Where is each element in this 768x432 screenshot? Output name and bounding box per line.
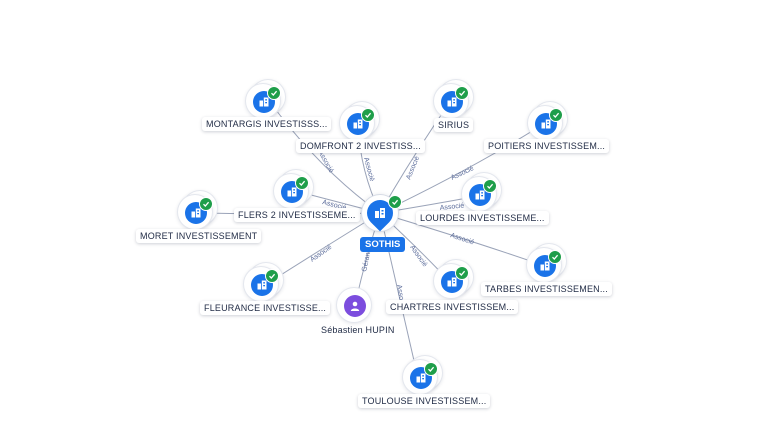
verified-check-icon <box>267 86 281 100</box>
company-label: TARBES INVESTISSEMEN... <box>481 282 612 296</box>
company-label: FLEURANCE INVESTISSE... <box>200 301 331 315</box>
edge-label-tarbes: Associé <box>449 232 475 246</box>
verified-check-icon <box>388 195 402 209</box>
verified-check-icon <box>548 250 562 264</box>
company-label: MONTARGIS INVESTISSS... <box>202 117 332 131</box>
verified-check-icon <box>483 179 497 193</box>
verified-check-icon <box>199 197 213 211</box>
edge-label-person: Gérant <box>361 250 372 272</box>
company-label: POITIERS INVESTISSEM... <box>484 139 610 153</box>
verified-check-icon <box>549 108 563 122</box>
central-label: SOTHIS <box>360 237 406 252</box>
verified-check-icon <box>361 108 375 122</box>
company-label: MORET INVESTISSEMENT <box>136 229 262 243</box>
edge-label-montargis: Associé <box>316 150 334 175</box>
edge-label-toulouse: Associé <box>395 284 406 309</box>
verified-check-icon <box>424 362 438 376</box>
company-label: DOMFRONT 2 INVESTISS... <box>296 139 425 153</box>
building-icon <box>375 208 385 218</box>
edge-label-sirius: Associé <box>405 155 421 180</box>
company-label: CHARTRES INVESTISSEM... <box>386 300 519 314</box>
person-icon <box>344 295 366 317</box>
edge-label-fleurance: Associé <box>309 244 333 264</box>
verified-check-icon <box>455 266 469 280</box>
verified-check-icon <box>265 269 279 283</box>
edge-tarbes <box>379 212 546 267</box>
verified-check-icon <box>455 86 469 100</box>
company-label: TOULOUSE INVESTISSEM... <box>358 394 491 408</box>
person-label: Sébastien HUPIN <box>321 325 395 335</box>
company-label: SIRIUS <box>434 118 474 132</box>
company-label: FLERS 2 INVESTISSEME... <box>234 208 360 222</box>
verified-check-icon <box>295 176 309 190</box>
company-label: LOURDES INVESTISSEME... <box>416 211 549 225</box>
edge-label-lourdes: Associé <box>439 202 464 212</box>
